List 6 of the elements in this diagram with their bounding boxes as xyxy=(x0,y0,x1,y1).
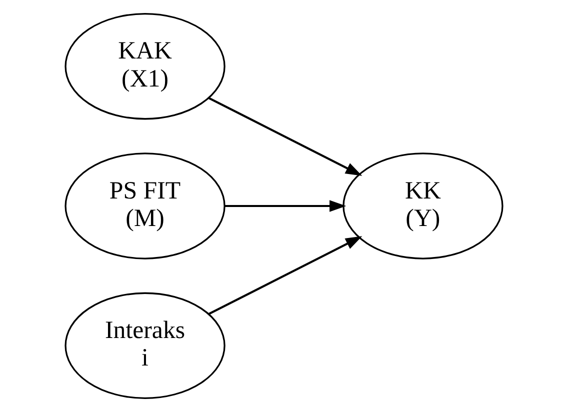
arrow xyxy=(208,97,362,176)
node-ellipse: Interaks i xyxy=(64,292,226,400)
node-ellipse: KAK (X1) xyxy=(64,12,226,120)
node-ellipse: PS FIT (M) xyxy=(64,152,226,260)
arrow xyxy=(208,236,362,315)
arrow xyxy=(224,200,346,212)
